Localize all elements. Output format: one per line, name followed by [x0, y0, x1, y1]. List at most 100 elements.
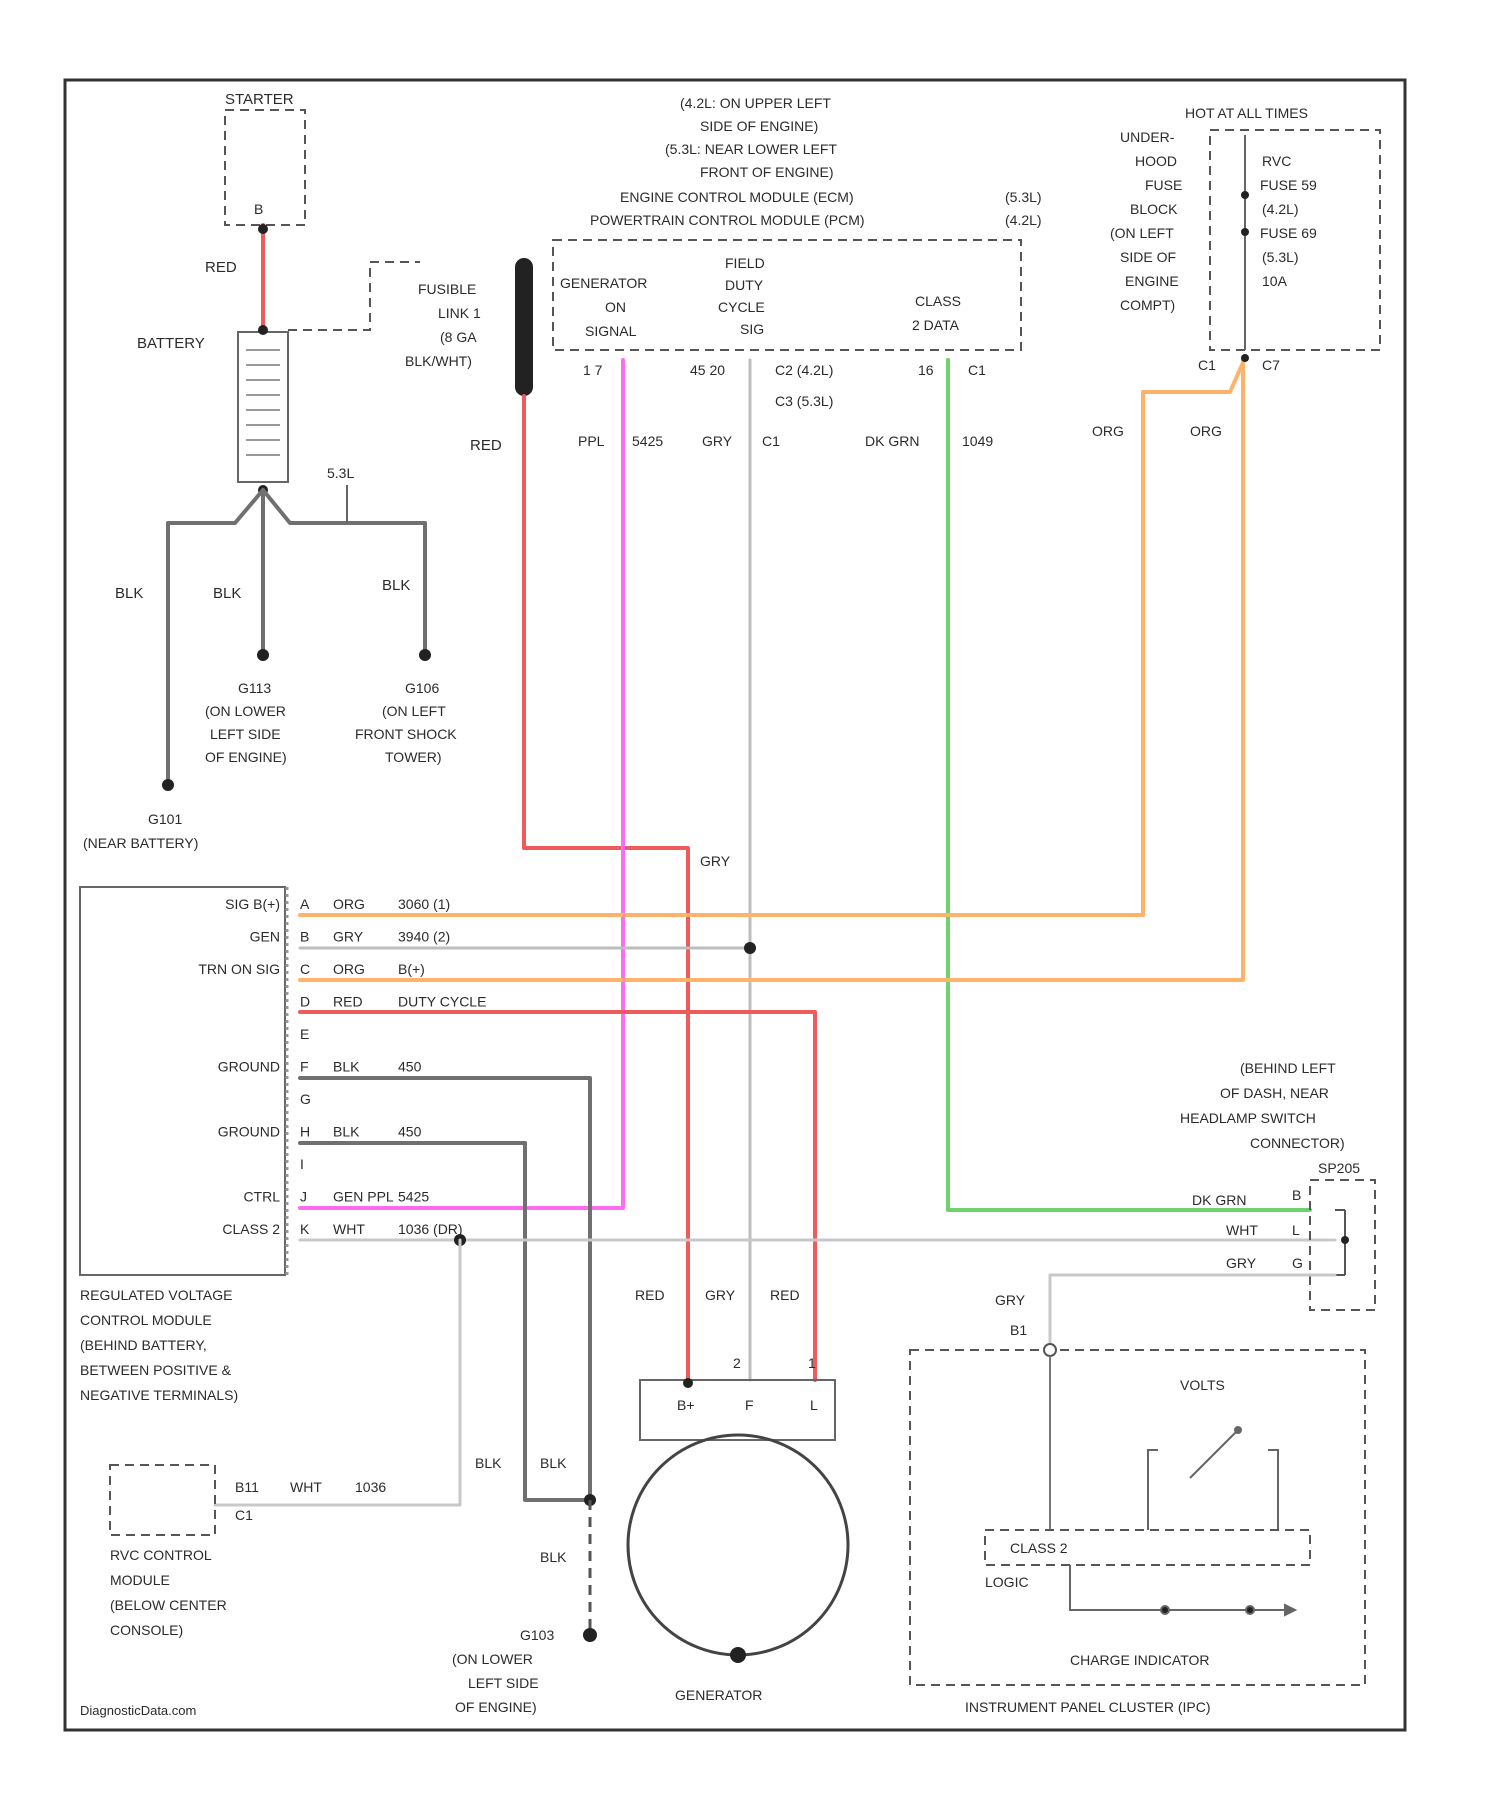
svg-text:F: F: [745, 1397, 754, 1413]
starter-node: [258, 224, 268, 234]
svg-text:(4.2L: ON UPPER LEFT: (4.2L: ON UPPER LEFT: [680, 95, 831, 111]
g106-label: G106 (ON LEFT FRONT SHOCK TOWER): [355, 680, 457, 765]
rvc-control-module-label: RVC CONTROL MODULE (BELOW CENTER CONSOLE…: [110, 1547, 227, 1638]
svg-text:FUSE: FUSE: [1145, 177, 1182, 193]
battery-symbol: [238, 332, 288, 482]
starter-pin: B: [254, 201, 263, 217]
svg-text:C3 (5.3L): C3 (5.3L): [775, 393, 833, 409]
charge-indicator-circuit: [1070, 1565, 1295, 1615]
rvc-pin-name: SIG B(+): [225, 896, 280, 912]
svg-text:2 DATA: 2 DATA: [912, 317, 960, 333]
svg-text:(ON LOWER: (ON LOWER: [205, 703, 286, 719]
generator-terminals: B+ F L: [677, 1397, 818, 1413]
battery-to-fusible-dashed: [288, 262, 420, 330]
class2-logic-label-2: LOGIC: [985, 1574, 1029, 1590]
generator-wire-labels: RED GRY RED 2 1: [635, 1287, 816, 1371]
sp205-wire-labels: DK GRN B WHT L GRY G: [1192, 1187, 1303, 1271]
svg-text:LINK 1: LINK 1: [438, 305, 481, 321]
svg-text:B: B: [1292, 1187, 1301, 1203]
rvc-pin-letter: D: [300, 994, 310, 1010]
rvc-pin-letter: I: [300, 1156, 304, 1172]
wire-dkgrn-label: DK GRN: [865, 433, 919, 449]
rvc-ctrl-wire-labels: B11 WHT 1036 C1: [235, 1479, 386, 1523]
rvc-pin-circuit: B(+): [398, 961, 425, 977]
svg-text:(5.3L): (5.3L): [1262, 249, 1299, 265]
rvc-pin-letter: K: [300, 1221, 310, 1237]
svg-text:FRONT OF ENGINE): FRONT OF ENGINE): [700, 164, 834, 180]
svg-text:(5.3L: NEAR LOWER LEFT: (5.3L: NEAR LOWER LEFT: [665, 141, 837, 157]
wire-wht-rvc-ctrl: [215, 1240, 460, 1505]
svg-text:(ON LEFT: (ON LEFT: [1110, 225, 1174, 241]
svg-text:(BELOW CENTER: (BELOW CENTER: [110, 1597, 227, 1613]
svg-text:OF ENGINE): OF ENGINE): [205, 749, 287, 765]
svg-text:CONSOLE): CONSOLE): [110, 1622, 183, 1638]
gen-bplus-node: [683, 1378, 693, 1388]
svg-text:UNDER-: UNDER-: [1120, 129, 1175, 145]
rvc-pin-circuit: 5425: [398, 1189, 429, 1205]
svg-text:NEGATIVE TERMINALS): NEGATIVE TERMINALS): [80, 1387, 238, 1403]
rvc-pin-name: GEN: [250, 929, 280, 945]
ipc-pin-label: B1: [1010, 1322, 1027, 1338]
class2-data-label: CLASS 2 DATA: [912, 293, 961, 333]
svg-text:DUTY: DUTY: [725, 277, 764, 293]
rvc-pin-wire-color: RED: [333, 994, 363, 1010]
class2-logic-label-1: CLASS 2: [1010, 1540, 1068, 1556]
svg-text:HEADLAMP SWITCH: HEADLAMP SWITCH: [1180, 1110, 1316, 1126]
rvc-module-box: [80, 887, 285, 1275]
ipc-label: INSTRUMENT PANEL CLUSTER (IPC): [965, 1699, 1211, 1715]
svg-text:(BEHIND BATTERY,: (BEHIND BATTERY,: [80, 1337, 207, 1353]
sp205-label: SP205: [1318, 1160, 1360, 1176]
org-split-node: [1241, 354, 1249, 362]
red-starter-label: RED: [205, 259, 237, 276]
svg-text:BLOCK: BLOCK: [1130, 201, 1178, 217]
svg-text:FRONT SHOCK: FRONT SHOCK: [355, 726, 457, 742]
ecm-name-label: ENGINE CONTROL MODULE (ECM) POWERTRAIN C…: [590, 189, 1042, 228]
rvc-pin-circuit: 1036 (DR): [398, 1221, 463, 1237]
ecm-location-label: (4.2L: ON UPPER LEFT SIDE OF ENGINE) (5.…: [665, 95, 837, 180]
svg-text:GENERATOR: GENERATOR: [560, 275, 647, 291]
svg-text:SIG: SIG: [740, 321, 764, 337]
g101-label: G101 (NEAR BATTERY): [83, 811, 198, 851]
svg-text:G: G: [1292, 1255, 1303, 1271]
svg-text:LEFT SIDE: LEFT SIDE: [468, 1675, 539, 1691]
svg-text:(BEHIND LEFT: (BEHIND LEFT: [1240, 1060, 1336, 1076]
blk-label-1: BLK: [115, 585, 143, 602]
svg-text:ENGINE CONTROL MODULE (ECM): ENGINE CONTROL MODULE (ECM): [620, 189, 854, 205]
svg-text:(5.3L): (5.3L): [1005, 189, 1042, 205]
svg-text:MODULE: MODULE: [110, 1572, 170, 1588]
charge-indicator-label: CHARGE INDICATOR: [1070, 1652, 1210, 1668]
svg-text:C2 (4.2L): C2 (4.2L): [775, 362, 833, 378]
svg-text:SIGNAL: SIGNAL: [585, 323, 637, 339]
battery-cells: [246, 350, 280, 455]
battery-label: BATTERY: [137, 335, 205, 352]
wire-ppl-label: PPL: [578, 433, 605, 449]
rvc-module-desc: REGULATED VOLTAGE CONTROL MODULE (BEHIND…: [80, 1287, 238, 1403]
wire-dkgrn-class2: [948, 360, 1310, 1210]
blk-label-3: BLK: [382, 577, 410, 594]
svg-text:45 20: 45 20: [690, 362, 725, 378]
volts-gauge: [1148, 1427, 1278, 1530]
wire-org-label-1: ORG: [1092, 423, 1124, 439]
svg-text:HOOD: HOOD: [1135, 153, 1177, 169]
svg-text:1 7: 1 7: [583, 362, 603, 378]
svg-text:RED: RED: [770, 1287, 800, 1303]
rvc-pin-wire-color: GEN PPL: [333, 1189, 394, 1205]
svg-text:REGULATED VOLTAGE: REGULATED VOLTAGE: [80, 1287, 232, 1303]
wire-red-label: RED: [470, 437, 502, 454]
svg-text:BETWEEN POSITIVE &: BETWEEN POSITIVE &: [80, 1362, 232, 1378]
svg-text:LEFT SIDE: LEFT SIDE: [210, 726, 281, 742]
ecm-pin-labels: 1 7 45 20 C2 (4.2L) C3 (5.3L) 16 C1: [583, 362, 986, 409]
wire-gry-to-ipc: [1050, 1275, 1335, 1345]
ipc-connector: [1044, 1344, 1056, 1356]
rvc-pin-letter: C: [300, 961, 310, 977]
rvc-control-module-box: [110, 1465, 215, 1535]
generator-ground-node: [730, 1647, 746, 1663]
ground-wire-g106: [263, 490, 425, 655]
svg-text:16: 16: [918, 362, 934, 378]
svg-text:1: 1: [808, 1355, 816, 1371]
svg-text:G113: G113: [238, 680, 271, 696]
svg-text:DK GRN: DK GRN: [1192, 1192, 1246, 1208]
gry-mid-label: GRY: [700, 853, 731, 869]
rvc-pin-circuit: 450: [398, 1059, 422, 1075]
